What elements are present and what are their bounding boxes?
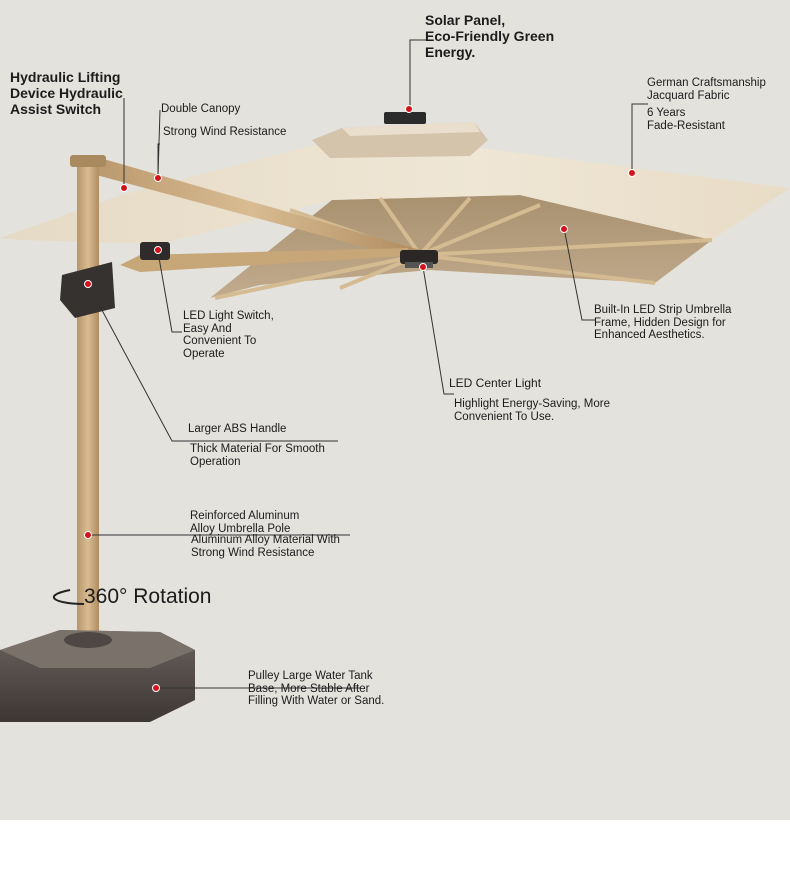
led-center-marker xyxy=(419,263,427,271)
pole-title: Reinforced Aluminum Alloy Umbrella Pole xyxy=(190,510,300,535)
double-canopy-label: Double Canopy xyxy=(161,103,241,115)
led-switch-label: LED Light Switch, Easy And Convenient To… xyxy=(183,310,274,360)
led-center-desc: Highlight Energy-Saving, More Convenient… xyxy=(454,398,610,423)
led-strip-marker xyxy=(560,225,568,233)
base-marker xyxy=(152,684,160,692)
solar-panel-label: Solar Panel, Eco-Friendly Green Energy. xyxy=(425,12,555,60)
handle-marker xyxy=(84,280,92,288)
fabric-marker xyxy=(628,169,636,177)
abs-handle xyxy=(60,262,115,318)
german-craft-label: German Craftsmanship Jacquard Fabric xyxy=(647,77,766,102)
six-years-label: 6 Years Fade-Resistant xyxy=(647,107,725,132)
umbrella-pole xyxy=(77,158,99,640)
canopy-top xyxy=(0,144,790,244)
rotation-label: 360° Rotation xyxy=(84,585,212,608)
abs-handle-desc: Thick Material For Smooth Operation xyxy=(190,443,325,468)
hydraulic-marker xyxy=(120,184,128,192)
led-strip-label: Built-In LED Strip Umbrella Frame, Hidde… xyxy=(594,304,732,341)
cantilever-arm xyxy=(80,158,420,262)
product-infographic: Solar Panel, Eco-Friendly Green Energy. … xyxy=(0,0,790,820)
pole-marker xyxy=(84,531,92,539)
led-switch-marker xyxy=(154,246,162,254)
strong-wind-label: Strong Wind Resistance xyxy=(163,126,287,138)
hydraulic-label: Hydraulic Lifting Device Hydraulic Assis… xyxy=(10,69,123,117)
double-canopy-marker xyxy=(154,174,162,182)
led-center-title: LED Center Light xyxy=(449,376,542,390)
solar-panel-marker xyxy=(405,105,413,113)
abs-handle-title: Larger ABS Handle xyxy=(188,423,287,435)
pole-desc: Aluminum Alloy Material With Strong Wind… xyxy=(191,534,340,559)
base-label: Pulley Large Water Tank Base, More Stabl… xyxy=(248,670,385,707)
